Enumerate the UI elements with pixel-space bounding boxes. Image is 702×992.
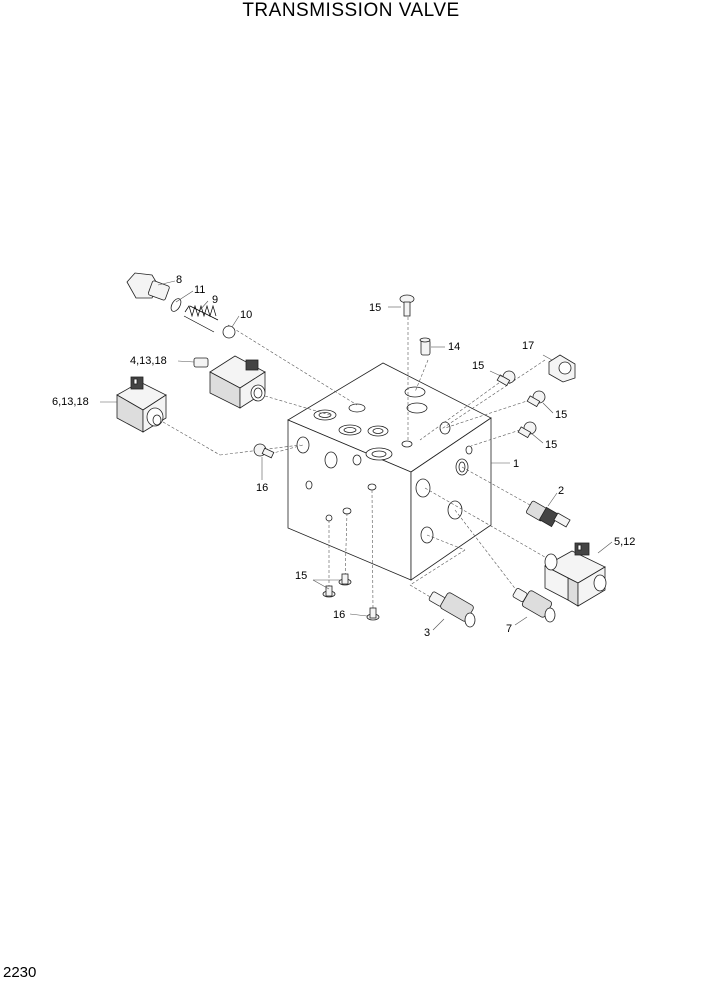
callout-5-12: 5,12 xyxy=(614,536,635,548)
part-sensor-7 xyxy=(512,588,556,623)
part-bolt-right-3 xyxy=(517,421,537,439)
callout-15-c: 15 xyxy=(545,439,557,451)
part-solenoid-right xyxy=(544,542,607,607)
part-spring xyxy=(183,304,219,333)
page-number: 2230 xyxy=(3,964,37,981)
callout-2: 2 xyxy=(558,485,564,497)
part-bolt-top xyxy=(399,294,415,317)
callout-14: 14 xyxy=(448,341,460,353)
callout-4-13-18: 4,13,18 xyxy=(130,355,167,367)
callout-10: 10 xyxy=(240,309,252,321)
valve-block xyxy=(287,362,492,581)
part-pin xyxy=(419,337,431,356)
callout-16-bottom: 16 xyxy=(333,609,345,621)
part-solenoid-upper xyxy=(193,355,266,409)
callout-15-a: 15 xyxy=(472,360,484,372)
callout-6-13-18: 6,13,18 xyxy=(52,396,89,408)
part-cap xyxy=(548,354,576,383)
callout-9: 9 xyxy=(212,294,218,306)
callout-15-b: 15 xyxy=(555,409,567,421)
part-solenoid-left xyxy=(116,376,167,433)
part-bolt-16-bottom xyxy=(366,607,380,621)
part-bolt-right-1 xyxy=(496,370,516,387)
part-bolt-bottom-1 xyxy=(322,585,336,598)
page-title: TRANSMISSION VALVE xyxy=(242,0,460,21)
part-bolt-16-left xyxy=(253,443,275,459)
callout-15-bottom: 15 xyxy=(295,570,307,582)
callout-1: 1 xyxy=(513,458,519,470)
part-bolt-bottom-2 xyxy=(338,573,352,586)
callout-11: 11 xyxy=(194,284,205,296)
callout-8: 8 xyxy=(176,274,182,286)
part-cartridge-2 xyxy=(526,500,571,528)
part-bolt-right-2 xyxy=(526,390,546,408)
part-plug xyxy=(126,272,170,301)
callout-7: 7 xyxy=(506,623,512,635)
callout-15-top: 15 xyxy=(369,302,381,314)
part-o-ring xyxy=(170,298,182,312)
callout-17: 17 xyxy=(522,340,534,352)
part-ball xyxy=(222,325,236,339)
leader-lines xyxy=(100,280,613,631)
callout-16-left: 16 xyxy=(256,482,268,494)
assembly-lines xyxy=(162,312,551,611)
part-switch-3 xyxy=(428,591,476,628)
callout-3: 3 xyxy=(424,627,430,639)
callout-labels: 8 11 9 10 15 14 17 4,13,18 15 6,13,18 15… xyxy=(52,274,635,639)
